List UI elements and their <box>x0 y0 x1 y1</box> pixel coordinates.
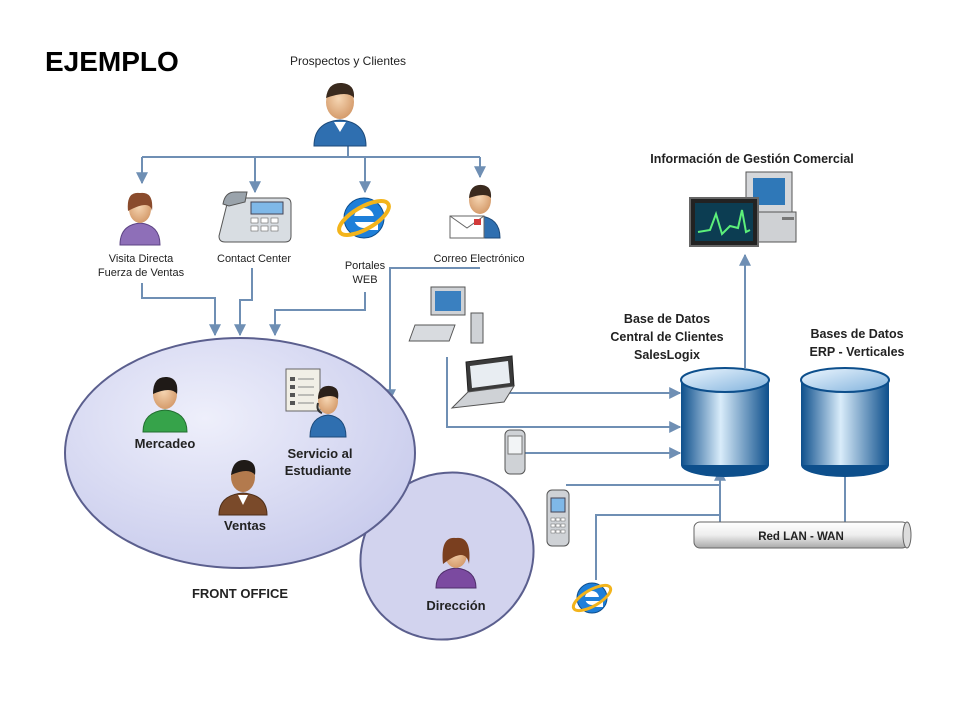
top-connector-lines <box>136 146 486 194</box>
erp-database-icon <box>800 367 890 477</box>
email-person-icon <box>449 184 501 239</box>
front-office-ellipse <box>64 337 416 569</box>
customer-database-icon <box>680 367 770 477</box>
sales-person-icon <box>218 459 268 516</box>
db2-label-line2: ERP - Verticales <box>810 345 905 359</box>
prospects-person-icon <box>313 82 367 147</box>
telephone-icon <box>218 191 292 243</box>
ie-logo-small-icon <box>571 582 613 614</box>
ie-logo-icon <box>337 197 391 239</box>
device-connector-lines <box>446 253 846 580</box>
visit-label-line1: Visita Directa <box>109 253 174 265</box>
pda-icon <box>504 429 526 475</box>
direction-label: Dirección <box>426 598 485 613</box>
network-label: Red LAN - WAN <box>758 531 844 543</box>
visit-label-line2: Fuerza de Ventas <box>98 267 185 279</box>
page-title: EJEMPLO <box>45 46 179 77</box>
network-bar-icon <box>693 521 912 549</box>
portal-label-line1: Portales <box>345 260 386 272</box>
db1-label-line2: Central de Clientes <box>610 330 723 344</box>
direction-person-icon <box>435 537 477 589</box>
service-person-icon <box>285 368 347 438</box>
visit-person-icon <box>119 192 161 246</box>
front-office-connector-lines <box>141 267 480 402</box>
marketing-person-icon <box>142 376 188 433</box>
mobile-phone-icon <box>546 489 570 547</box>
monitor-chart-icon <box>689 197 759 247</box>
db2-label-line1: Bases de Datos <box>810 327 903 341</box>
contact-center-label: Contact Center <box>217 253 291 265</box>
portal-label-line2: WEB <box>352 274 377 286</box>
service-label-line2: Estudiante <box>285 463 351 478</box>
front-office-label: FRONT OFFICE <box>192 586 288 601</box>
email-label: Correo Electrónico <box>433 253 524 265</box>
service-label-line1: Servicio al <box>287 446 352 461</box>
sales-label: Ventas <box>224 518 266 533</box>
marketing-label: Mercadeo <box>135 436 196 451</box>
mgmt-info-label: Información de Gestión Comercial <box>650 152 854 166</box>
db1-label-line3: SalesLogix <box>634 348 700 362</box>
prospects-label: Prospectos y Clientes <box>290 54 406 68</box>
db1-label-line1: Base de Datos <box>624 312 710 326</box>
laptop-icon <box>450 355 515 409</box>
workstation-icon <box>408 286 484 344</box>
